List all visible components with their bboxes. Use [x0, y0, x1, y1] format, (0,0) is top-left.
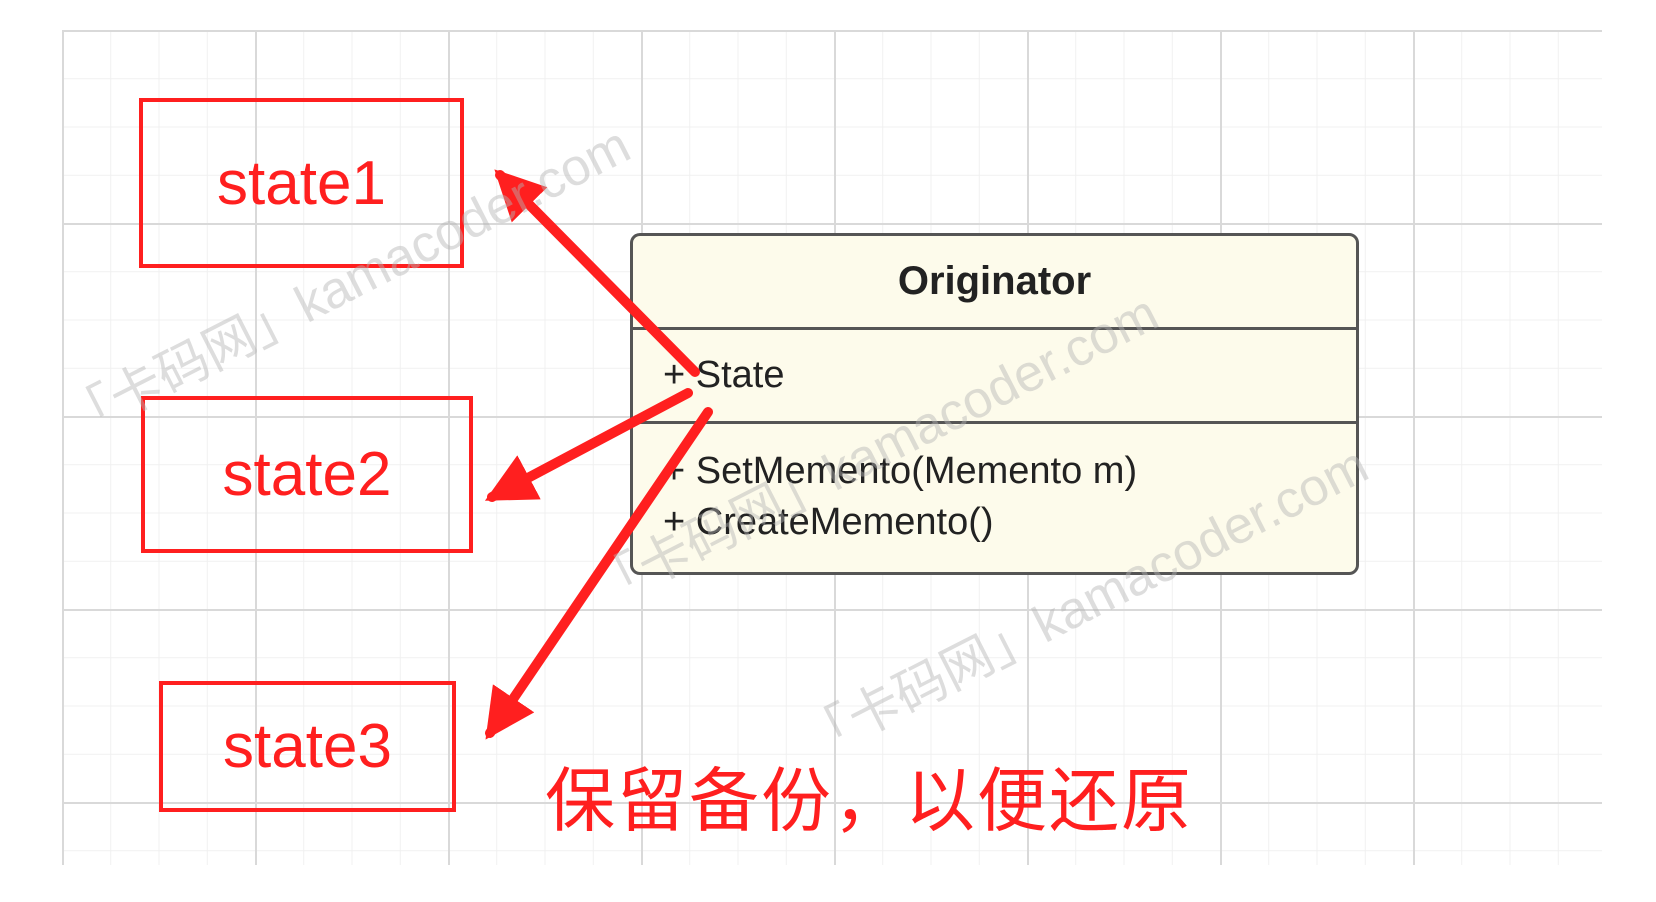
state2-box[interactable]: state2 [141, 396, 473, 553]
originator-class[interactable]: Originator + State + SetMemento(Memento … [630, 233, 1359, 575]
arrow-to-state3 [485, 407, 713, 740]
class-title: Originator [633, 236, 1356, 330]
caption-text: 保留备份，以便还原 [545, 762, 1193, 840]
state1-label: state1 [217, 148, 386, 218]
operation-create-memento: + CreateMemento() [663, 501, 994, 543]
arrow-to-state2 [484, 388, 693, 502]
state3-box[interactable]: state3 [159, 681, 456, 812]
class-operations: + SetMemento(Memento m) + CreateMemento(… [633, 424, 1356, 548]
state1-box[interactable]: state1 [139, 98, 464, 268]
state3-label: state3 [223, 712, 392, 781]
operation-set-memento: + SetMemento(Memento m) [663, 450, 1138, 492]
state2-label: state2 [222, 440, 392, 509]
arrow-to-state1 [494, 169, 700, 377]
